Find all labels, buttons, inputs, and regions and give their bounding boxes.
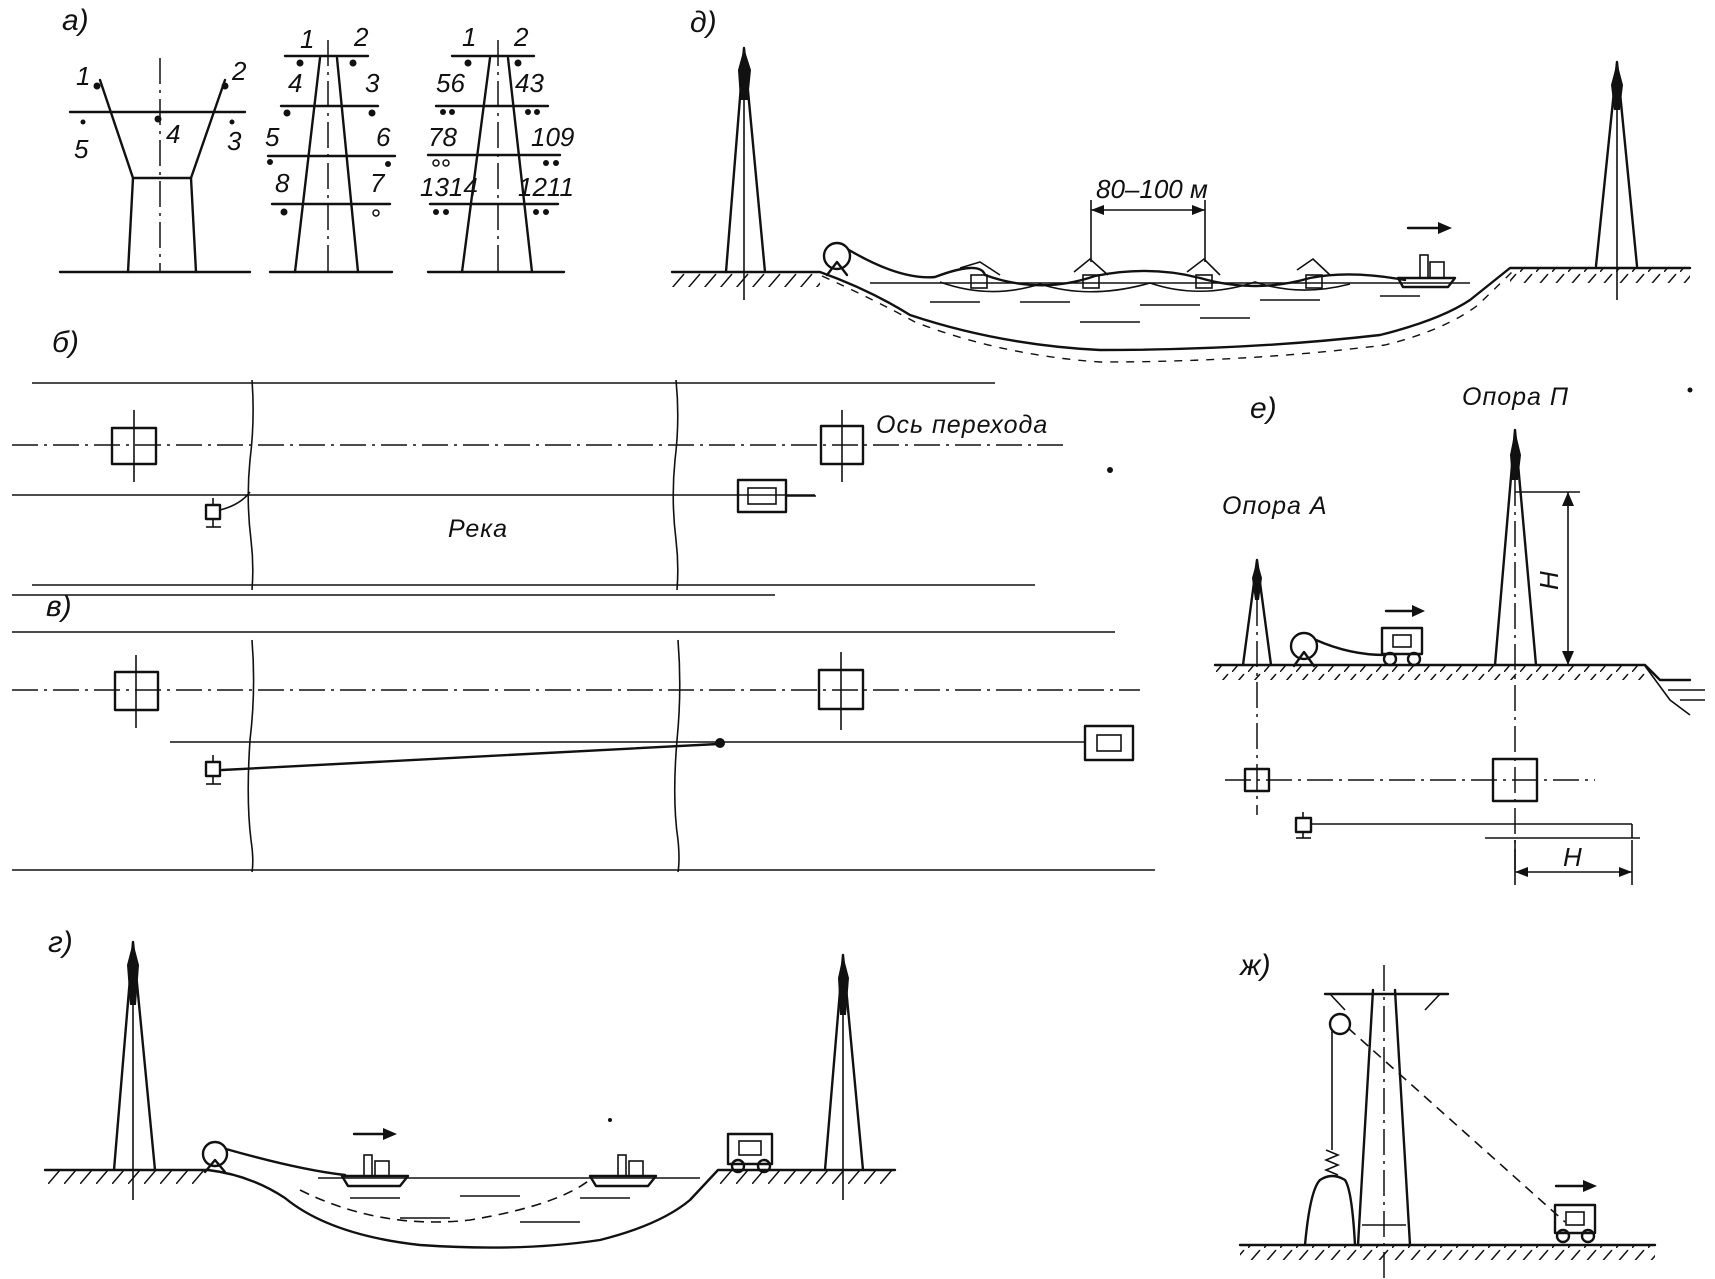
tower2-label-6: 6 [376, 122, 391, 152]
panel-label-b: б) [52, 326, 79, 359]
float-1 [959, 261, 1001, 289]
support-right-plan-v [817, 652, 865, 730]
tower1-label-2: 2 [231, 56, 247, 86]
float-3 [1186, 257, 1221, 289]
tractor-plan-b [736, 478, 816, 514]
motion-arrow-zh [1554, 1180, 1597, 1192]
winch-plan-b [204, 491, 251, 528]
winch-plan-v [204, 755, 222, 785]
tower2-label-2: 2 [353, 22, 369, 52]
tower2-label-4: 4 [288, 68, 302, 98]
support-p-plan [1491, 757, 1539, 803]
support-p-label: Опора П [1462, 383, 1569, 411]
panel-zh-group: ж) [1238, 949, 1657, 1278]
tractor-g [726, 1132, 774, 1174]
height-dimension: H [1515, 491, 1580, 665]
span-dimension: 80–100 м [1090, 174, 1208, 262]
float-4 [1296, 257, 1331, 289]
height-label-plan: H [1563, 842, 1582, 872]
support-a-label: Опора А [1222, 492, 1328, 520]
panel-v-group: в) [12, 590, 1155, 873]
tower2-label-7: 7 [370, 168, 386, 198]
tug-boat-d [1396, 254, 1457, 289]
tower2-label-3: 3 [365, 68, 380, 98]
motion-arrow-e [1384, 605, 1425, 617]
panel-label-zh: ж) [1238, 949, 1271, 982]
tower3-label-1314: 1314 [420, 172, 478, 202]
tower1-label-4: 4 [166, 119, 180, 149]
motion-arrow-g [352, 1128, 397, 1140]
panel-e-group: е) Опора П Опора А [1213, 383, 1705, 885]
tower2-label-5: 5 [265, 122, 280, 152]
tower1-label-3: 3 [227, 126, 242, 156]
tower1-label-1: 1 [76, 61, 90, 91]
panel-label-e: е) [1250, 392, 1277, 425]
panel-d-group: д) [670, 6, 1692, 363]
boat-g-1 [340, 1154, 410, 1188]
height-label: H [1534, 571, 1564, 590]
winch-plan-e [1294, 812, 1313, 839]
tower1-label-5: 5 [74, 134, 89, 164]
tower-double-circuit: 1 2 56 43 78 109 1314 1211 [420, 22, 574, 274]
tower2-label-8: 8 [275, 168, 290, 198]
panel-label-a: а) [62, 4, 89, 37]
support-left-plan-b [110, 410, 158, 482]
panel-g-group: г) [43, 926, 897, 1249]
tower-three-arm: 1 2 3 4 5 6 7 8 [265, 22, 397, 274]
float-2 [1073, 257, 1109, 289]
panel-b-group: б) Ось перехода [12, 326, 1113, 591]
boat-g-2 [588, 1154, 658, 1188]
panel-a-group: а) 1 2 3 4 5 [58, 4, 574, 274]
tower3-label-78: 78 [428, 122, 457, 152]
span-label: 80–100 м [1096, 174, 1208, 204]
motion-arrow-d [1406, 222, 1452, 234]
tractor-e [1380, 626, 1424, 667]
tractor-zh [1553, 1203, 1597, 1244]
tower3-label-2: 2 [513, 22, 529, 52]
tower3-label-1: 1 [462, 22, 476, 52]
tower3-label-109: 109 [531, 122, 574, 152]
tower2-label-1: 1 [300, 24, 314, 54]
tractor-plan-v [1083, 724, 1135, 762]
tower-y-shaped: 1 2 3 4 5 [58, 56, 252, 274]
river-label: Река [448, 515, 508, 543]
tower3-label-56: 56 [436, 68, 465, 98]
tower3-label-43: 43 [515, 68, 544, 98]
support-a-plan [1243, 767, 1271, 793]
support-right-plan-b [819, 410, 865, 482]
support-left-plan-v [113, 655, 160, 728]
panel-label-d: д) [690, 6, 717, 39]
tower3-label-1211: 1211 [518, 172, 574, 202]
crossing-axis-label: Ось перехода [876, 411, 1048, 439]
panel-label-g: г) [48, 926, 73, 959]
